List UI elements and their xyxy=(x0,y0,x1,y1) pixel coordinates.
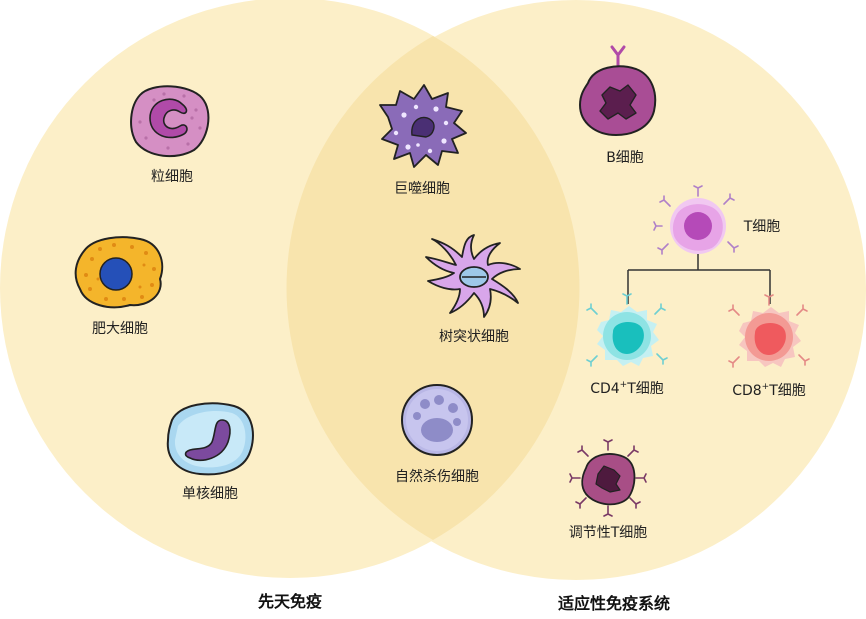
b-cell-icon xyxy=(578,45,657,137)
lineage-connector xyxy=(627,254,771,304)
monocyte-icon xyxy=(166,402,254,476)
t-cell-icon xyxy=(653,185,739,255)
cd8-t-cell-icon xyxy=(728,294,810,368)
nk-cell-icon xyxy=(401,384,473,456)
cd4-t-cell-icon xyxy=(586,293,668,367)
cd4-t-cell-label: CD4+T细胞 xyxy=(590,380,664,397)
regulatory-t-cell-label: 调节性T细胞 xyxy=(569,525,648,541)
dendritic-cell-label: 树突状细胞 xyxy=(439,329,509,345)
monocyte-label: 单核细胞 xyxy=(182,486,238,502)
adaptive-immunity-label: 适应性免疫系统 xyxy=(558,594,670,613)
nk-cell-label: 自然杀伤细胞 xyxy=(395,468,479,485)
cd8-t-cell-label: CD8+T细胞 xyxy=(732,382,806,399)
t-cell-label: T细胞 xyxy=(743,219,781,235)
regulatory-t-cell-icon xyxy=(569,439,647,517)
granulocyte-label: 粒细胞 xyxy=(151,169,193,185)
overlap-region xyxy=(286,36,580,540)
mast-cell-label: 肥大细胞 xyxy=(92,321,148,337)
b-cell-label: B细胞 xyxy=(606,150,644,166)
macrophage-label: 巨噬细胞 xyxy=(394,181,450,197)
mast-cell-icon xyxy=(74,236,164,309)
dendritic-cell-icon xyxy=(425,234,521,318)
innate-immunity-label: 先天免疫 xyxy=(258,592,322,611)
macrophage-icon xyxy=(379,84,467,168)
granulocyte-icon xyxy=(130,85,210,158)
